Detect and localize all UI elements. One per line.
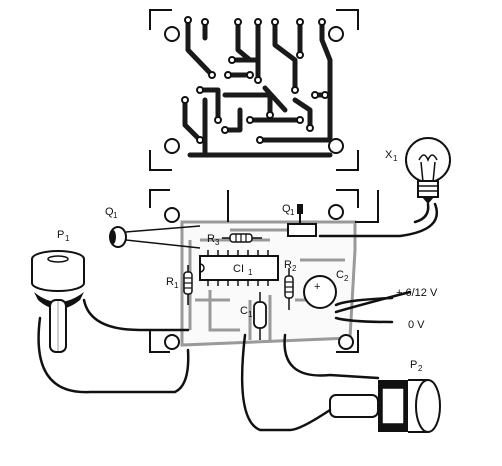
c2-label: C <box>336 269 344 281</box>
lamp-x1: X 1 <box>385 137 451 204</box>
svg-text:+: + <box>314 281 320 293</box>
q1-left-label-sub: 1 <box>113 211 118 220</box>
p2-label: P <box>410 359 417 371</box>
c1-label: C <box>240 305 248 317</box>
c2-label-sub: 2 <box>344 274 349 283</box>
ci1-label: CI <box>233 263 244 275</box>
q1-top-label-sub: 1 <box>290 208 295 217</box>
transistor-q1-board: Q 1 <box>282 203 317 237</box>
x1-label-sub: 1 <box>393 154 398 163</box>
c1-label-sub: 1 <box>248 310 253 319</box>
r3-label-sub: 3 <box>215 238 220 247</box>
ic-ci1: CI 1 <box>199 250 279 286</box>
q1-left-label: Q <box>105 206 114 218</box>
pcb-traces <box>182 17 333 158</box>
pcb-layout <box>149 9 359 171</box>
resistor-r2: R 2 <box>284 259 297 310</box>
pcb-corner-marks <box>149 9 359 171</box>
r3-label: R <box>207 233 215 245</box>
p1-label-sub: 1 <box>65 234 70 243</box>
ci1-label-sub: 1 <box>248 268 253 277</box>
r2-label: R <box>284 259 292 271</box>
resistor-r1: R 1 <box>166 265 193 305</box>
supply-labels: + 6/12 V 0 V <box>396 287 438 331</box>
pcb-mounting-holes <box>164 26 344 154</box>
r1-label-sub: 1 <box>174 281 179 290</box>
r2-label-sub: 2 <box>292 264 297 273</box>
capacitor-c2: + C 2 <box>303 269 349 309</box>
resistor-r3: R 3 <box>207 233 262 247</box>
supply-positive-label: + 6/12 V <box>396 287 438 299</box>
p1-label: P <box>57 229 64 241</box>
p2-label-sub: 2 <box>418 364 423 373</box>
potentiometer-p2: P 2 <box>329 359 441 433</box>
pcb-pads <box>181 16 329 144</box>
wiring <box>37 202 438 432</box>
capacitor-c1: C 1 <box>240 292 267 340</box>
q1-top-label: Q <box>282 203 291 215</box>
phototransistor-q1: Q 1 <box>105 206 201 249</box>
supply-ground-label: 0 V <box>408 319 425 331</box>
r1-label: R <box>166 276 174 288</box>
x1-label: X <box>385 149 393 161</box>
potentiometer-p1: P 1 <box>31 229 85 353</box>
